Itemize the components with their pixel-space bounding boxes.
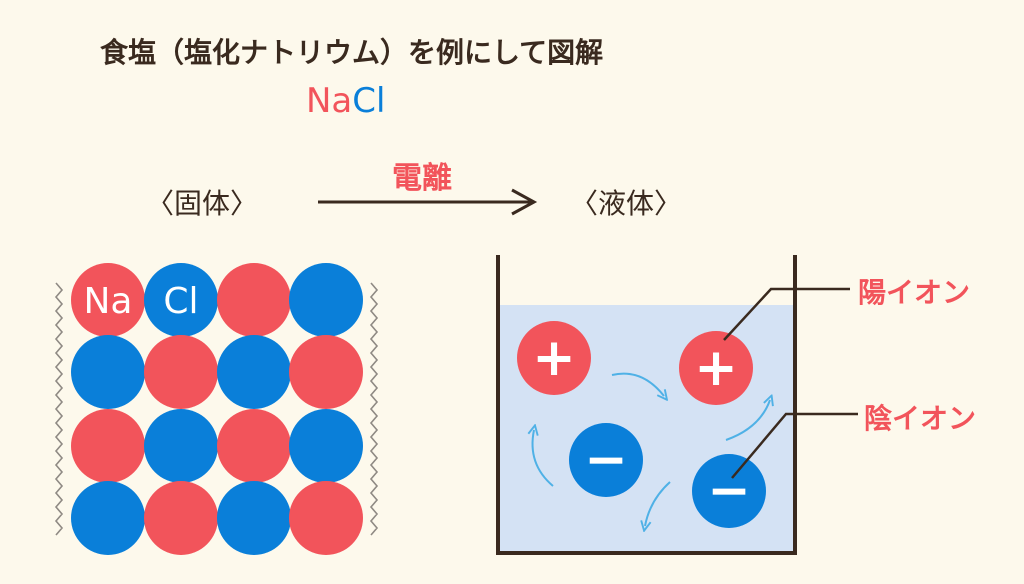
flow-arrow [645,481,671,526]
title: 食塩（塩化ナトリウム）を例にして図解 [100,36,603,69]
sodium-atom [217,263,291,337]
sodium-atom [289,481,363,555]
chlorine-atom-label: Cl [163,281,198,322]
formula-na: Na [306,81,352,121]
beaker [496,255,797,555]
sodium-atom [144,481,218,555]
cation: + [679,331,753,405]
chlorine-atom [217,481,291,555]
chlorine-atom [217,335,291,409]
minus-sign: − [707,461,751,521]
formula-cl: Cl [352,81,385,121]
crystal-lattice: Na Cl [71,263,363,555]
sodium-atom-label: Na [84,281,133,322]
plus-sign: + [694,338,738,398]
cation: + [517,321,591,395]
arrow-label: 電離 [392,161,452,196]
lattice-edge-left [54,282,64,536]
anion-callout-line [731,412,858,479]
cation-label: 陽イオン [858,276,970,309]
chlorine-atom [71,481,145,555]
chlorine-atom [144,263,218,337]
ion-flow-arrows [533,372,770,526]
sodium-atom [217,409,291,483]
chlorine-atom [71,335,145,409]
chlorine-atom [289,409,363,483]
liquid-label: 〈液体〉 [570,187,682,220]
anion: − [692,454,766,528]
sodium-atom [71,263,145,337]
plus-sign: + [532,328,576,388]
anion-label: 陰イオン [864,402,976,435]
ionization-arrow [318,188,538,216]
cation-callout-line [723,287,850,341]
flow-arrow [611,372,664,396]
lattice-edge-right [369,282,379,536]
flow-arrow [533,430,554,487]
sodium-atom [144,335,218,409]
solid-label: 〈固体〉 [146,187,258,220]
minus-sign: − [584,430,628,490]
formula: NaCl [306,81,385,121]
anion: − [569,423,643,497]
sodium-atom [71,409,145,483]
sodium-atom [289,335,363,409]
flow-arrow [725,400,770,441]
chlorine-atom [144,409,218,483]
chlorine-atom [289,263,363,337]
